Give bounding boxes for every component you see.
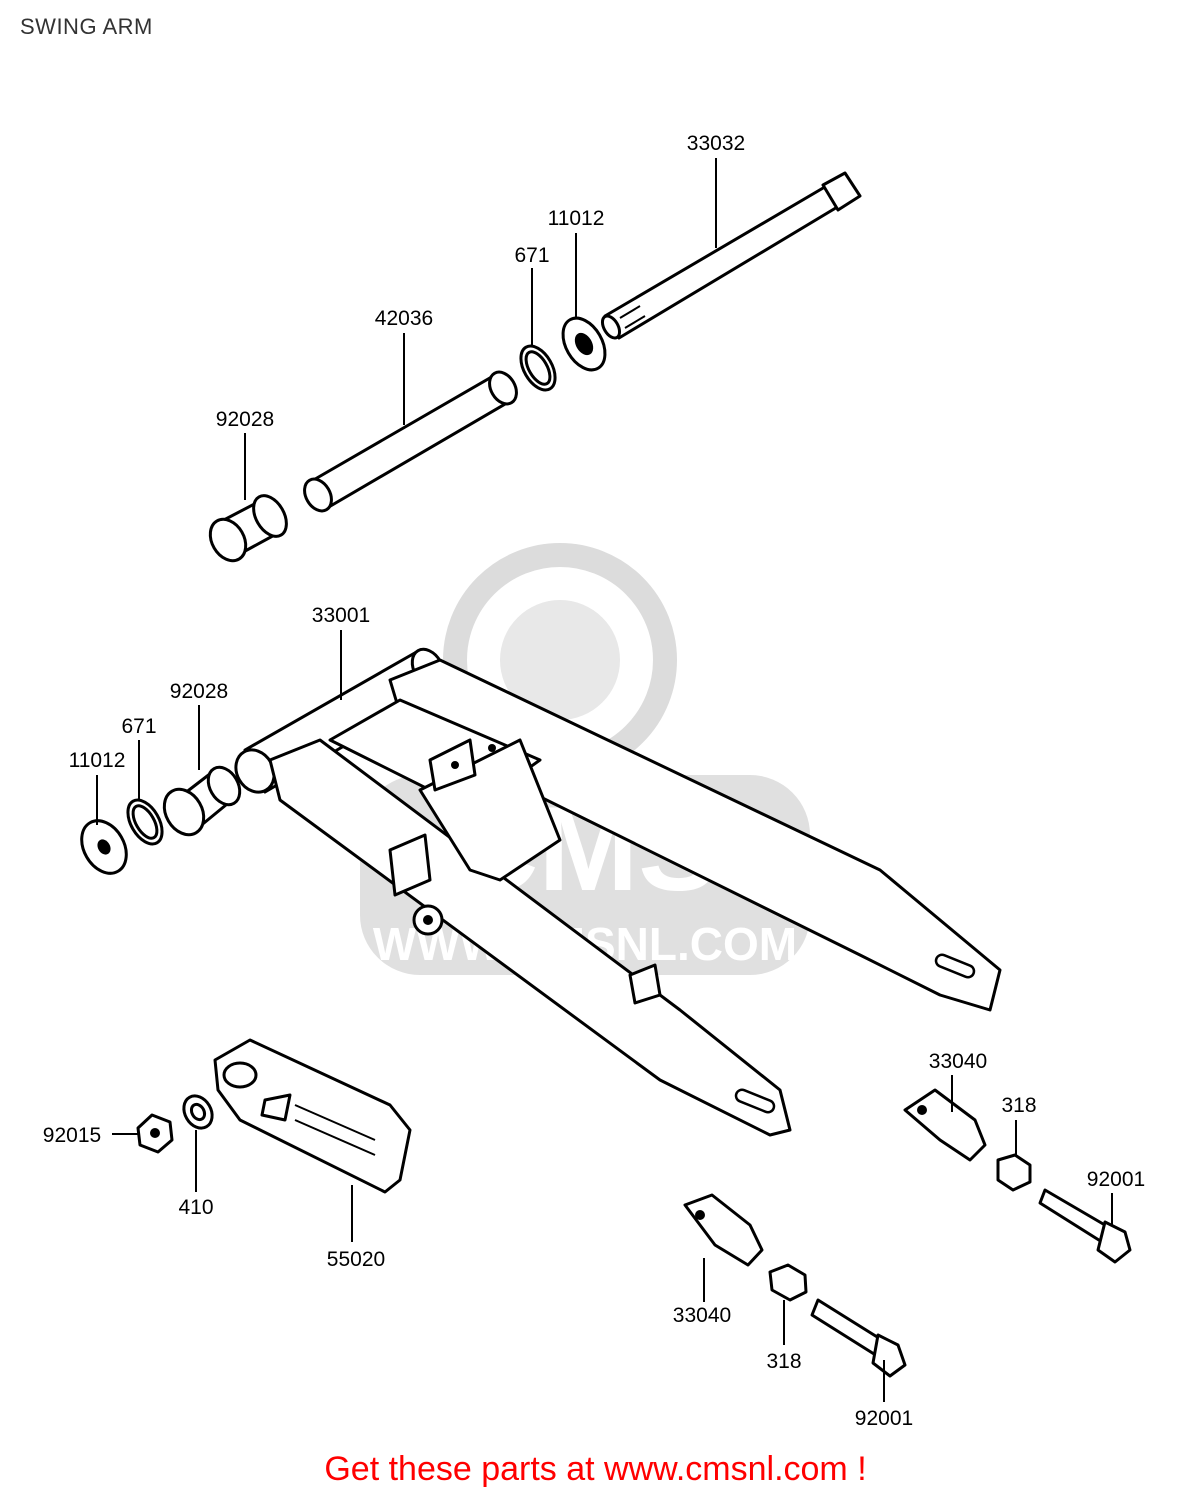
watermark-logo-face [500,600,620,720]
seal-left [80,819,128,875]
bushing-left [162,765,242,837]
footer-link[interactable]: Get these parts at www.cmsnl.com ! [324,1450,867,1488]
pivot-shaft [600,171,862,340]
callout-33040-right: 33040 [929,1050,987,1073]
chain-adjuster-right [903,1088,987,1162]
chain-adjuster-bottom [683,1193,764,1267]
nut-right [996,1153,1032,1192]
callout-92001-right: 92001 [1087,1168,1145,1191]
adjuster-bolt-bottom [810,1298,907,1378]
callout-92015: 92015 [43,1124,101,1147]
callout-11012-top: 11012 [548,207,605,230]
seal-top [561,316,607,372]
callout-33001: 33001 [312,604,370,627]
callout-33040-bottom: 33040 [673,1304,731,1327]
callout-92028-left: 92028 [170,680,228,703]
callout-671-left: 671 [121,715,156,738]
callout-11012-left: 11012 [69,749,126,772]
washer [182,1094,214,1130]
chain-guard [213,1038,412,1194]
adjuster-bolt-right [1038,1188,1132,1264]
callout-92028-top: 92028 [216,408,274,431]
callout-42036: 42036 [375,307,433,330]
circlip-top [519,344,557,392]
leader-lines [96,158,1113,1402]
callout-33032: 33032 [687,132,745,155]
nut-bottom [768,1263,808,1302]
callout-318-right: 318 [1001,1094,1036,1117]
callout-410: 410 [178,1196,213,1219]
callout-55020: 55020 [327,1248,385,1271]
swing-arm [234,647,1002,1137]
bushing-top [208,494,288,563]
callout-671-top: 671 [514,244,549,267]
circlip-left [126,798,164,846]
page-title: SWING ARM [20,14,153,39]
nut [136,1113,174,1154]
sleeve [303,370,518,513]
callout-92001-bottom: 92001 [855,1407,913,1430]
callout-318-bottom: 318 [766,1350,801,1373]
